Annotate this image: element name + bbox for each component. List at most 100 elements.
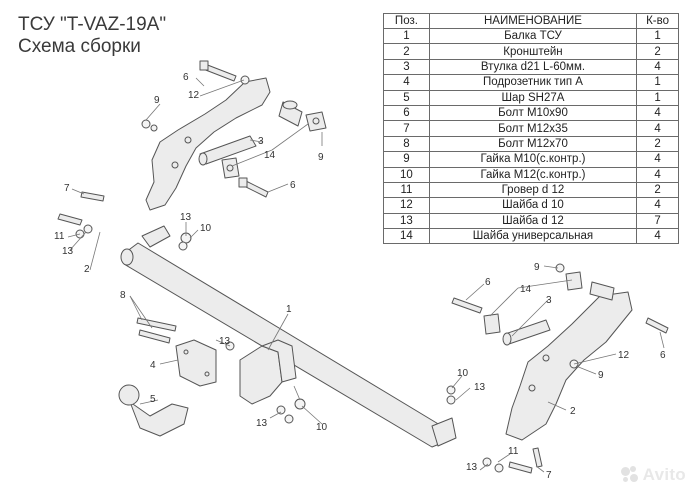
callout-14: 14 [264,150,276,161]
leader-line [129,295,153,329]
leader-line [267,313,289,351]
right-bracket [505,291,633,441]
leader-line [189,229,199,239]
leader-line [129,295,143,321]
leader-line [249,139,263,143]
washer [240,75,250,85]
leader-line [231,149,273,167]
row-quantity: 7 [636,212,679,230]
leader-line [547,401,567,411]
row-quantity: 4 [636,58,679,76]
universal-washer [565,271,583,291]
leader-line [543,265,559,269]
avito-logo-icon [620,466,639,484]
washer-hole [226,164,234,172]
leader-line [479,463,489,471]
leader-line [659,331,665,349]
leader-line [195,77,205,87]
row-quantity: 4 [636,104,679,122]
callout-5: 5 [150,394,156,405]
ball-mount-bracket [261,339,297,383]
bolt-head [199,60,209,71]
universal-washer [483,313,501,335]
leader-line [293,385,301,401]
leader-line [67,233,81,238]
beam-plate [141,225,171,248]
right-bracket-hole [528,384,536,392]
bolt-part [57,213,83,226]
row-position: 13 [383,212,430,230]
leader-line [465,283,485,301]
washer [494,463,504,473]
callout-13: 13 [62,246,74,257]
callout-7: 7 [546,470,552,481]
leader-line [497,453,511,463]
washer [446,385,456,395]
callout-9: 9 [318,152,324,163]
sleeve-end [282,100,298,110]
bolt-part [80,191,105,202]
socket-mount [175,339,217,387]
callout-3: 3 [546,295,552,306]
row-name: Болт M12x70 [428,135,638,153]
tow-ball-neck [129,401,189,437]
leader-line [575,365,597,375]
title-model: ТСУ "T-VAZ-19A" [18,14,167,35]
bolt-part [508,461,533,474]
leader-line [267,183,289,193]
row-name: Шар SH27A [428,89,638,106]
socket-hole [204,371,210,377]
callout-2: 2 [570,406,576,417]
callout-12: 12 [618,350,630,361]
bolt-part [645,317,669,334]
callout-3: 3 [258,136,264,147]
callout-13: 13 [180,212,192,223]
sleeve-part [504,319,551,345]
callout-13: 13 [466,462,478,473]
watermark-text: Avito [642,465,686,484]
washer [83,224,93,234]
leader-line [271,123,309,151]
bolt-head [238,177,248,188]
callout-6: 6 [485,277,491,288]
leader-line [511,299,549,337]
leader-line [145,103,161,121]
callout-10: 10 [457,368,469,379]
callout-4: 4 [150,360,156,371]
callout-1: 1 [286,304,292,315]
callout-10: 10 [200,223,212,234]
leader-line [517,279,573,289]
washer [178,241,188,251]
callout-13: 13 [474,382,486,393]
diagram-title: ТСУ "T-VAZ-19A" Схема сборки [18,14,166,58]
row-quantity: 1 [636,74,679,91]
callout-10: 10 [316,422,328,433]
leader-line [89,231,101,271]
row-position: 12 [383,197,430,214]
beam-end [120,248,134,266]
leader-line [269,411,282,419]
washer [141,119,151,129]
callout-labels: 6 12 9 3 14 9 6 7 13 10 11 13 2 8 1 13 4… [54,72,666,481]
washer [150,124,158,132]
callout-13: 13 [219,336,231,347]
washer [446,395,456,405]
row-name: Болт M12x35 [428,120,638,137]
leader-line [535,465,545,473]
left-bracket [145,77,271,211]
callout-11: 11 [54,231,65,242]
row-name: Втулка d21 L-60мм. [428,58,638,76]
callout-6: 6 [660,350,666,361]
left-bracket-hole [171,161,179,169]
beam-plate [431,417,457,447]
leader-line [455,387,471,401]
ball-mount-bracket [239,345,283,405]
callout-9: 9 [534,262,540,273]
callout-14: 14 [520,284,532,295]
